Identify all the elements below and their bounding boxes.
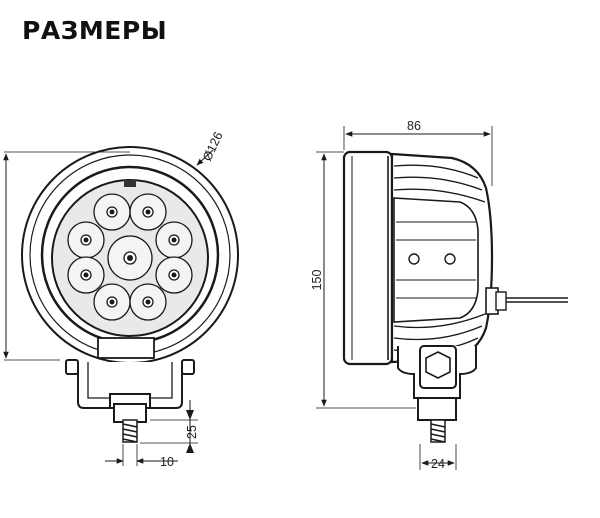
led-cell [93, 283, 131, 321]
bolt-width-label: 10 [160, 455, 174, 469]
cooling-fins [393, 164, 486, 353]
led-cell [155, 256, 193, 294]
led-cell [129, 193, 167, 231]
depth-label: 86 [407, 119, 421, 133]
diameter-label: Ø126 [200, 130, 226, 164]
side-bezel [342, 150, 394, 366]
side-bracket [397, 345, 477, 421]
front-view: Ø126 124 25 10 [0, 130, 239, 469]
cable-gland [485, 287, 568, 315]
page-title: РАЗМЕРЫ [22, 16, 168, 45]
height-side-label: 150 [310, 270, 324, 291]
led-cell [67, 221, 105, 259]
led-cell [155, 221, 193, 259]
led-cells [67, 193, 193, 321]
screw [444, 253, 456, 265]
bolt-length-label: 25 [185, 425, 199, 439]
screw [408, 253, 420, 265]
front-bracket [65, 359, 195, 423]
side-view: 86 150 24 [310, 119, 568, 471]
side-bolt [430, 419, 446, 443]
front-bolt [122, 419, 138, 443]
inner-shell [393, 197, 479, 323]
bracket-width-label: 24 [431, 457, 445, 471]
top-tab [124, 180, 136, 187]
led-cell [93, 193, 131, 231]
led-cell-center [107, 235, 153, 281]
height-front-label: 124 [0, 246, 1, 267]
label-plate [97, 337, 155, 359]
led-cell [67, 256, 105, 294]
led-cell [129, 283, 167, 321]
